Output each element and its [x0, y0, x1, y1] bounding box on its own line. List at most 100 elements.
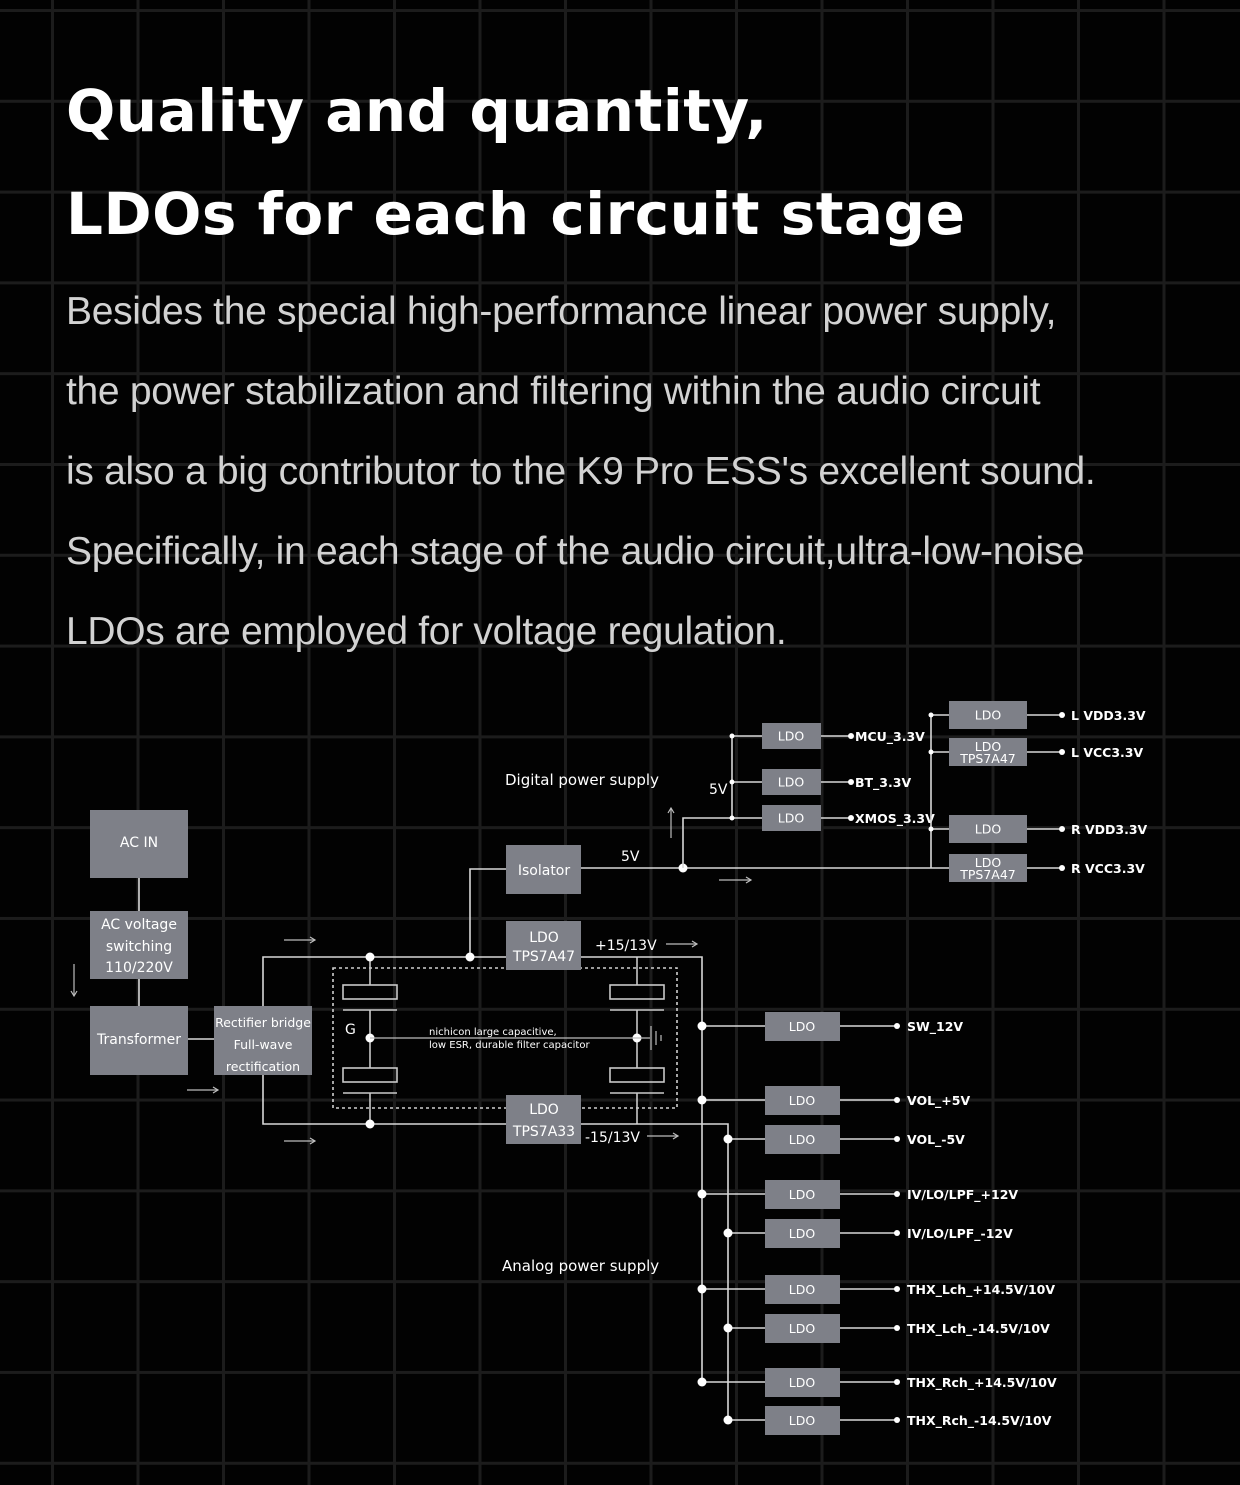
junction-dot: [697, 1095, 707, 1105]
capacitor-note: low ESR, durable filter capacitor: [429, 1040, 590, 1051]
output-label: THX_Rch_+14.5V/10V: [907, 1375, 1057, 1391]
junction-dot: [697, 1377, 707, 1387]
ac-switch-label: 110/220V: [105, 960, 173, 976]
ldo-label: LDO: [789, 1413, 816, 1428]
output-label: L VDD3.3V: [1071, 708, 1146, 723]
output-terminal: [894, 1191, 900, 1197]
body-line: LDOs are employed for voltage regulation…: [66, 610, 787, 653]
output-label: R VCC3.3V: [1071, 861, 1145, 876]
ldo-part-label: TPS7A47: [959, 751, 1016, 766]
output-terminal: [848, 815, 854, 821]
digital-bus-label: 5V: [709, 782, 728, 798]
output-terminal: [1059, 826, 1065, 832]
ldo-tps7a33-label: LDO: [529, 1102, 559, 1118]
ldo-label: LDO: [789, 1282, 816, 1297]
arrow-down-icon: [70, 964, 78, 998]
positive-rail-label: +15/13V: [595, 938, 657, 954]
digital-feed-wire: [682, 817, 762, 868]
capacitor-note: nichicon large capacitive,: [429, 1027, 557, 1038]
junction-dot: [697, 1284, 707, 1294]
isolator-label: Isolator: [518, 863, 571, 879]
output-terminal: [894, 1136, 900, 1142]
output-terminal: [848, 733, 854, 739]
junction-dot: [465, 952, 475, 962]
ground-label: G: [345, 1022, 356, 1038]
output-terminal: [1059, 749, 1065, 755]
filter-capacitor-bank: G nichicon large capacitive, low ESR, du…: [332, 952, 678, 1129]
output-label: R VDD3.3V: [1071, 822, 1148, 837]
analog-ldo: LDO THX_Rch_+14.5V/10V: [697, 1368, 1057, 1397]
transformer-block: Transformer: [90, 1006, 188, 1075]
ldo-label: LDO: [778, 729, 805, 744]
ldo-label: LDO: [789, 1093, 816, 1108]
analog-ldo: LDO VOL_-5V: [723, 1125, 965, 1154]
output-label: THX_Rch_-14.5V/10V: [907, 1413, 1052, 1429]
ac-in-label: AC IN: [120, 835, 158, 851]
transformer-label: Transformer: [96, 1032, 181, 1048]
ldo-tps7a33-block: LDO TPS7A33: [506, 1095, 581, 1144]
output-label: THX_Lch_-14.5V/10V: [907, 1321, 1050, 1337]
analog-ldo: LDO THX_Rch_-14.5V/10V: [723, 1406, 1052, 1435]
ac-switch-label: switching: [106, 939, 172, 955]
body-line: Specifically, in each stage of the audio…: [66, 530, 1085, 573]
junction-dot: [365, 1119, 375, 1129]
ground-icon: [650, 1026, 662, 1050]
ldo-label: LDO: [778, 811, 805, 826]
output-terminal: [1059, 865, 1065, 871]
output-label: VOL_-5V: [907, 1132, 965, 1148]
ac-switch-block: AC voltage switching 110/220V: [90, 911, 188, 979]
output-label: XMOS_3.3V: [855, 811, 935, 827]
arrow-right-icon: [284, 1137, 317, 1145]
junction-dot: [723, 1228, 733, 1238]
ldo-label: LDO: [975, 739, 1002, 754]
arrow-up-icon: [667, 806, 675, 838]
ldo-label: LDO: [778, 775, 805, 790]
ldo-tps7a33-part: TPS7A33: [512, 1124, 575, 1140]
ldo-tps7a47-block: LDO TPS7A47: [506, 921, 581, 970]
junction-dot: [365, 952, 375, 962]
output-terminal: [894, 1097, 900, 1103]
junction-dot: [723, 1415, 733, 1425]
ldo-label: LDO: [975, 855, 1002, 870]
analog-section-label: Analog power supply: [502, 1257, 659, 1275]
headline: Quality and quantity, LDOs for each circ…: [66, 60, 965, 266]
ldo-label: LDO: [789, 1019, 816, 1034]
positive-bus-wire: [262, 956, 506, 1006]
isolator-output-label: 5V: [621, 849, 640, 865]
junction-dot: [697, 1021, 707, 1031]
output-terminal: [894, 1286, 900, 1292]
headline-line-2: LDOs for each circuit stage: [66, 180, 966, 248]
headline-line-1: Quality and quantity,: [66, 77, 768, 145]
output-label: IV/LO/LPF_-12V: [907, 1226, 1013, 1242]
output-terminal: [894, 1417, 900, 1423]
filter-boundary: [332, 967, 678, 1109]
ldo-label: LDO: [789, 1132, 816, 1147]
ldo-label: LDO: [789, 1375, 816, 1390]
arrow-right-icon: [647, 1132, 680, 1140]
arrow-right-icon: [666, 940, 699, 948]
output-terminal: [894, 1230, 900, 1236]
rectifier-block: Rectifier bridge Full-wave rectification: [214, 1006, 312, 1075]
body-line: Besides the special high-performance lin…: [66, 290, 1057, 333]
output-terminal: [894, 1379, 900, 1385]
ldo-tps7a47-part: TPS7A47: [512, 949, 575, 965]
digital-ldo: LDO XMOS_3.3V: [762, 805, 935, 831]
output-label: L VCC3.3V: [1071, 745, 1143, 760]
negative-rail-wire: [581, 1123, 729, 1420]
input-chain: AC IN AC voltage switching 110/220V Tran…: [70, 810, 312, 1094]
output-terminal: [848, 779, 854, 785]
ldo-part-label: TPS7A47: [959, 867, 1016, 882]
isolator-feed-wire: [469, 868, 506, 957]
ldo-label: LDO: [789, 1187, 816, 1202]
